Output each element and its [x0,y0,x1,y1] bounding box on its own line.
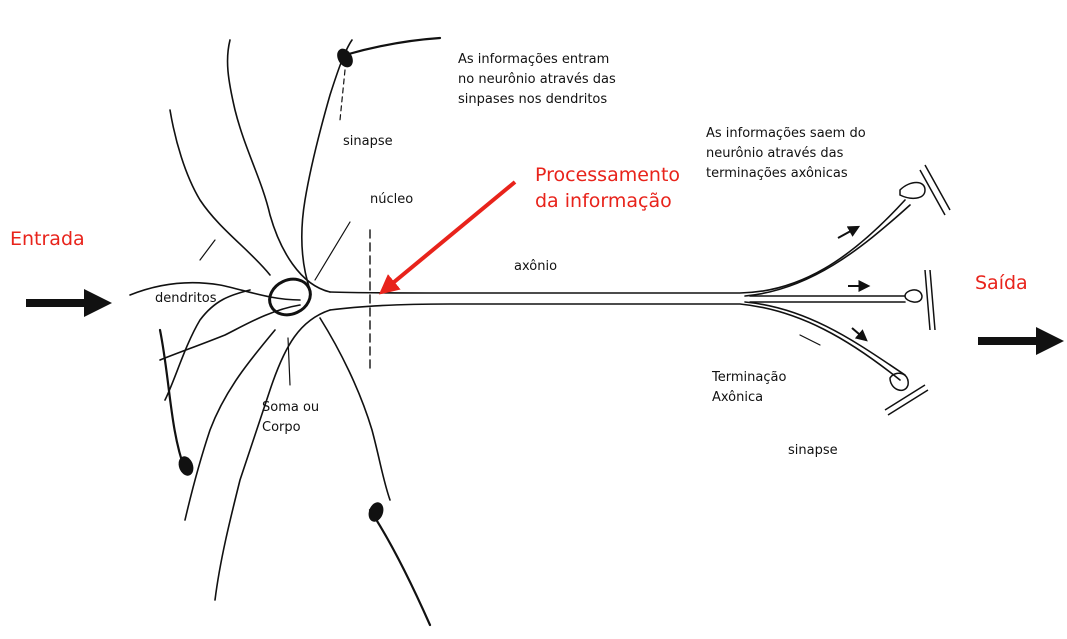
sinapse-top-label: sinapse [343,132,393,152]
sinapse-bottom-label: sinapse [788,441,838,461]
processamento-line-1: Processamento [535,162,680,188]
info-entram-line-3: sinpases nos dendritos [458,90,616,110]
info-entram-line-2: no neurônio através das [458,70,616,90]
axon-mid-branch [750,296,905,302]
axonio-label: axônio [514,257,557,277]
info-entram-line-1: As informações entram [458,50,616,70]
soma-outline [228,40,330,292]
terminacao-label: Terminação Axônica [712,368,786,408]
saida-label: Saída [975,270,1028,296]
soma-line-2: Corpo [262,418,319,438]
info-saem-line-3: terminações axônicas [706,164,866,184]
processamento-line-2: da informação [535,188,680,214]
soma-line-1: Soma ou [262,398,319,418]
processamento-label: Processamento da informação [535,162,680,214]
terminacao-line-1: Terminação [712,368,786,388]
terminacao-line-2: Axônica [712,388,786,408]
soma-label: Soma ou Corpo [262,398,319,438]
input-arrow [26,289,112,317]
entrada-label: Entrada [10,226,85,252]
output-arrow [978,327,1064,355]
nucleo-label: núcleo [370,190,413,210]
dendritos-label: dendritos [155,289,217,309]
info-saem-line-1: As informações saem do [706,124,866,144]
info-saem-label: As informações saem do neurônio através … [706,124,866,184]
info-entram-label: As informações entram no neurônio atravé… [458,50,616,110]
info-saem-line-2: neurônio através das [706,144,866,164]
